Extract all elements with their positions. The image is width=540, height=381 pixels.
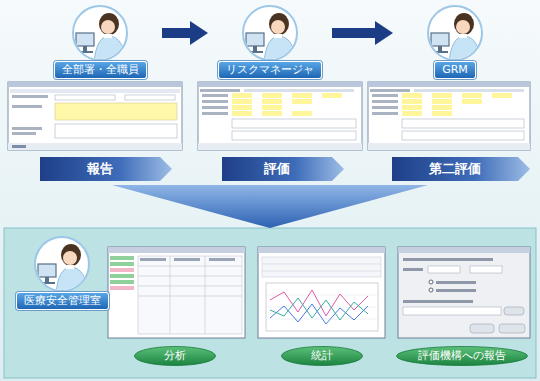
analysis-screenshot <box>108 247 245 338</box>
role-label: リスクマネージャ <box>218 61 322 79</box>
person-illustration <box>395 3 515 61</box>
report-dialog-screenshot <box>398 247 530 338</box>
role-node: GRM <box>395 3 515 79</box>
person-icon <box>35 237 89 292</box>
function-ellipse: 統計 <box>281 346 363 366</box>
flow-arrow <box>332 28 379 38</box>
flow-arrow <box>162 28 194 38</box>
function-label: 統計 <box>311 349 333 363</box>
role-node: 医療安全管理室 <box>2 234 122 310</box>
role-label: 医療安全管理室 <box>16 292 109 310</box>
function-ellipse: 評価機構への報告 <box>396 346 528 366</box>
statistics-screenshot <box>258 247 385 338</box>
evaluation-form-screenshot <box>198 82 362 150</box>
role-node: 全部署・全職員 <box>40 3 160 79</box>
function-ellipse: 分析 <box>134 346 216 366</box>
person-illustration <box>2 234 122 292</box>
step-chevron: 報告 <box>40 157 172 181</box>
second-evaluation-form-screenshot <box>368 82 530 150</box>
step-chevron: 第二評価 <box>392 157 530 181</box>
step-label: 報告 <box>87 161 113 177</box>
down-triangle-arrow <box>112 185 428 228</box>
person-icon <box>73 6 127 61</box>
function-label: 評価機構への報告 <box>418 349 506 363</box>
step-label: 第二評価 <box>429 161 481 177</box>
role-label: GRM <box>434 61 476 79</box>
step-label: 評価 <box>264 161 290 177</box>
person-icon <box>243 6 297 61</box>
person-illustration <box>210 3 330 61</box>
step-chevron: 評価 <box>222 157 344 181</box>
person-icon <box>428 6 482 61</box>
report-form-screenshot <box>8 82 182 150</box>
lower-panel <box>4 228 536 378</box>
function-label: 分析 <box>164 349 186 363</box>
role-label: 全部署・全職員 <box>54 61 147 79</box>
role-node: リスクマネージャ <box>210 3 330 79</box>
person-illustration <box>40 3 160 61</box>
